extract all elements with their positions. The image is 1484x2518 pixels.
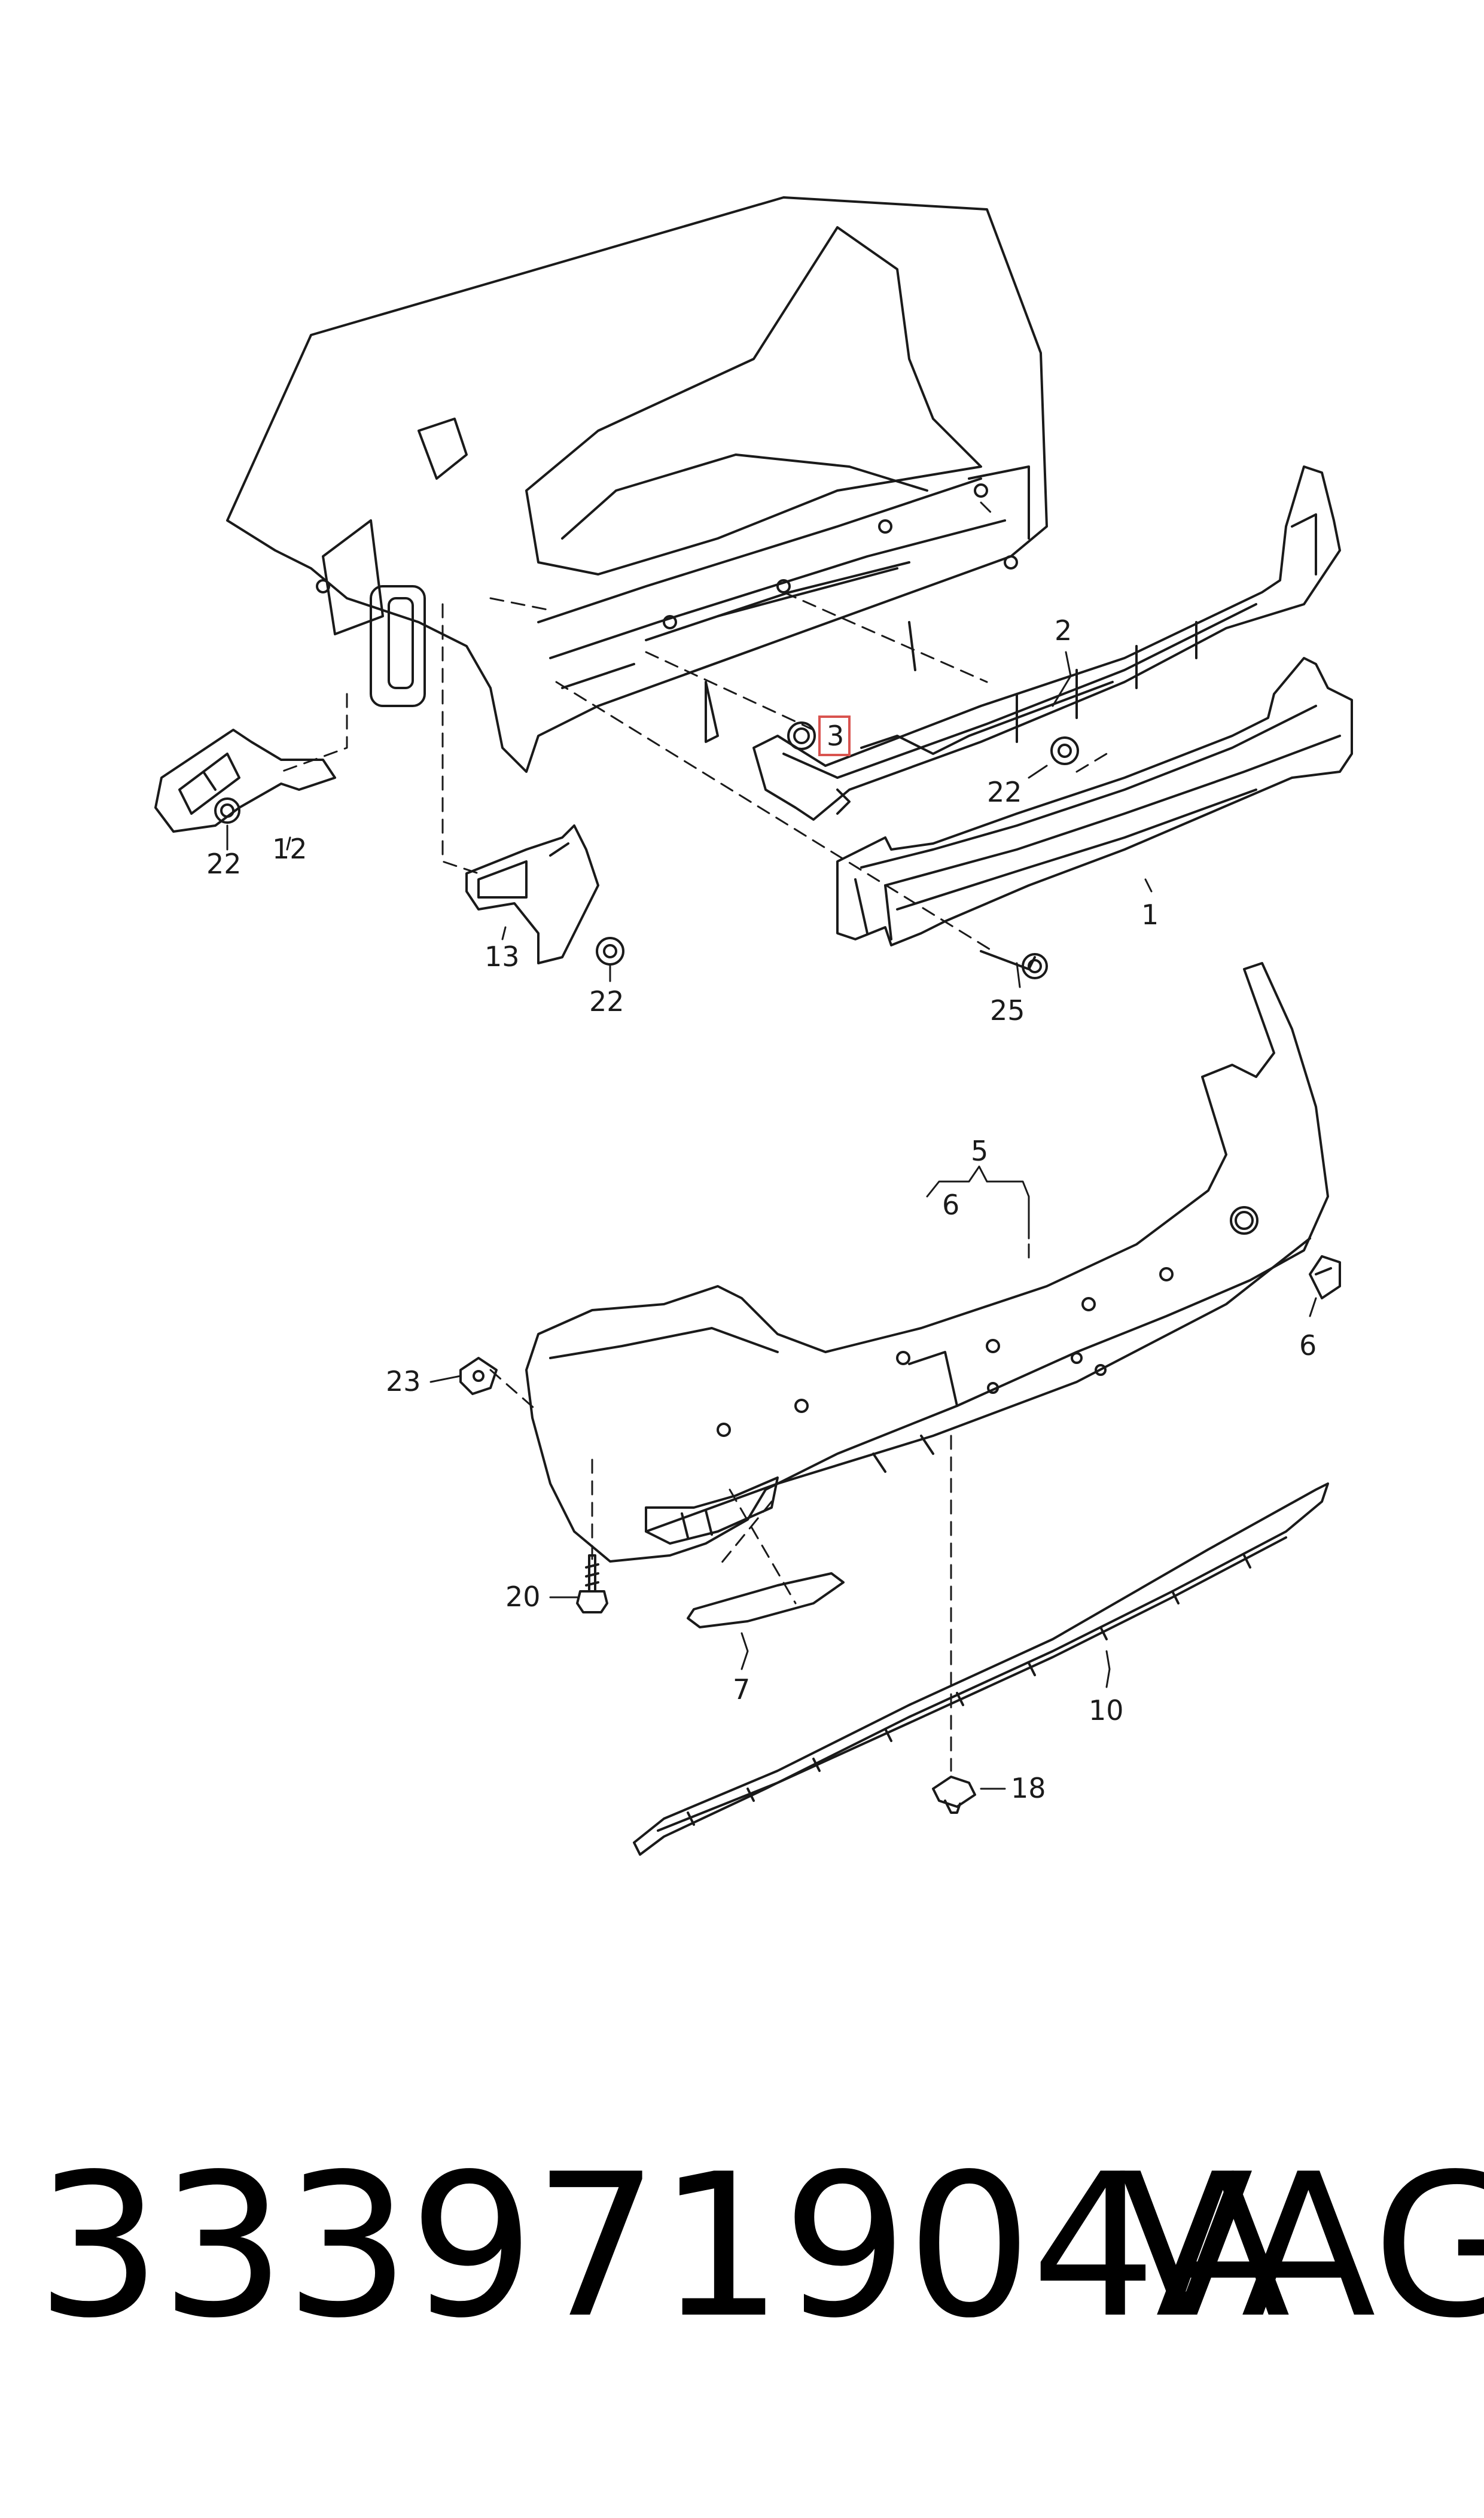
callout-1: 1 <box>1141 899 1159 931</box>
brand-name: VAG <box>1119 2132 1484 2361</box>
part-13-bracket <box>465 824 624 966</box>
part-12-bracket <box>154 729 336 833</box>
callout-3: 3 <box>827 720 844 752</box>
callout-13: 13 <box>484 940 520 973</box>
callout-3-highlight-box <box>818 715 851 756</box>
part-23-clip <box>459 1357 498 1395</box>
callout-leaders <box>226 651 1317 1790</box>
car-body-rear <box>226 196 1048 773</box>
callout-25: 25 <box>990 994 1025 1027</box>
callout-2: 2 <box>1055 614 1072 647</box>
part-6-cap <box>1309 1255 1341 1299</box>
callout-18: 18 <box>1011 1772 1046 1804</box>
part-5-bumper-cover <box>525 962 1329 1563</box>
part-2-energy-absorber <box>752 465 1341 821</box>
part-20-screw <box>576 1554 608 1613</box>
part-18-clip <box>932 1776 976 1814</box>
callout-10: 10 <box>1089 1694 1124 1727</box>
part-1-bumper-beam <box>836 657 1353 979</box>
callout-labels: 2 3 1 22 22 12 13 22 25 5 6 6 23 20 7 10… <box>206 614 1317 1804</box>
parts-exploded-diagram: 2 3 1 22 22 12 13 22 25 5 6 6 23 20 7 10… <box>154 196 1353 1856</box>
callout-23: 23 <box>386 1365 421 1397</box>
callout-5: 5 <box>971 1135 988 1167</box>
callout-22-center: 22 <box>589 985 624 1018</box>
part-7-reflector <box>687 1572 845 1628</box>
callout-7: 7 <box>733 1673 750 1706</box>
callout-6-upper: 6 <box>942 1189 959 1221</box>
callout-22-right: 22 <box>987 776 1022 808</box>
callout-22-left: 22 <box>206 848 242 880</box>
callout-12: 12 <box>272 833 307 865</box>
part-10-diffuser <box>633 1482 1329 1856</box>
part-number: 333971904A <box>36 2132 1290 2361</box>
callout-20: 20 <box>505 1581 541 1613</box>
callout-6-right: 6 <box>1299 1329 1317 1362</box>
